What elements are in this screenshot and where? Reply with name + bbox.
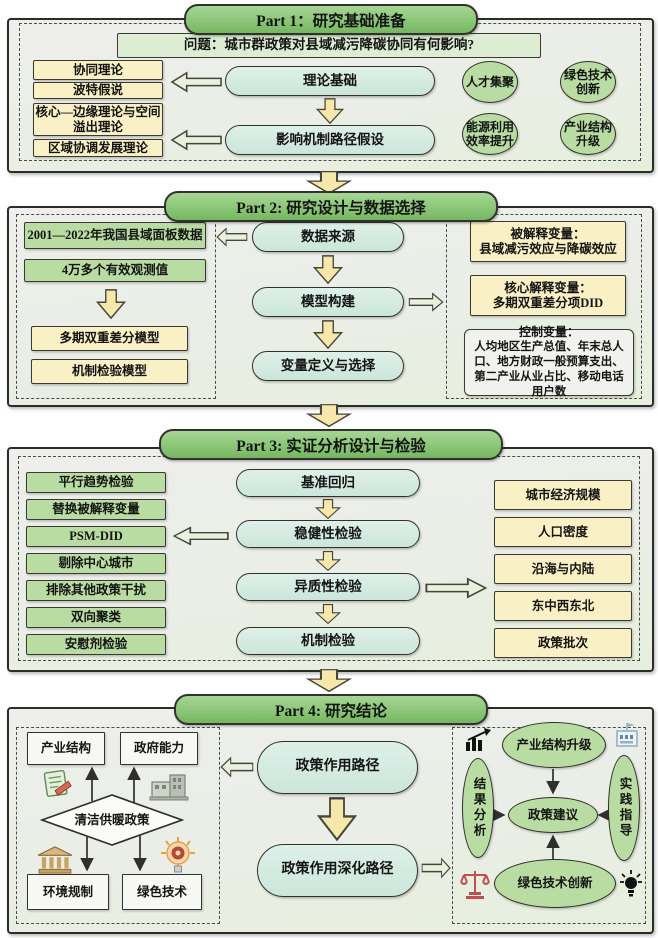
rising-bar-chart-icon [466,728,491,751]
robustness-box: 剔除中心城市 [26,553,166,574]
heterogeneity-box: 沿海与内陆 [494,554,632,584]
lightbulb-gear-icon [161,837,195,873]
data-source-node: 数据来源 [252,222,404,252]
document-pencil-icon [43,769,72,797]
mechanism-box: 环境规制 [27,874,109,910]
policy-suggestion-ellipse: 政策建议 [508,797,598,833]
policy-deepening-path-node: 政策作用深化路径 [257,844,418,897]
part2-header: Part 2: 研究设计与数据选择 [164,191,498,222]
dependent-variable-box: 被解释变量： 县域减污效应与降碳效应 [470,221,626,262]
down-arrow-icon [317,797,357,841]
baseline-regression-node: 基准回归 [236,469,420,497]
conclusion-ellipse-top: 产业结构升级 [502,722,606,768]
robustness-box: 排除其他政策干扰 [26,580,166,601]
left-arrow-icon [170,129,223,151]
mechanism-circle: 绿色技术创新 [560,61,616,103]
lightbulb-icon [620,870,642,897]
left-arrow-icon [172,526,230,546]
model-build-node: 模型构建 [252,287,404,317]
theory-box: 区域协调发展理论 [33,139,163,157]
core-variable-box: 核心解释变量： 多期双重差分项DID [470,275,626,316]
robustness-box: 双向聚类 [26,607,166,628]
down-arrow-icon [315,551,341,571]
heterogeneity-box: 城市经济规模 [494,480,632,510]
section-connector-arrow-icon [306,404,352,427]
robustness-box: 安慰剂检验 [26,634,166,655]
part3-header: Part 3: 实证分析设计与检验 [159,429,503,460]
theory-basis-node: 理论基础 [225,66,435,96]
left-arrow-icon [220,756,254,778]
down-arrow-icon [315,499,341,519]
mechanism-circle: 产业结构升级 [560,113,616,155]
theory-box: 协同理论 [33,60,163,80]
left-arrow-icon [216,227,248,247]
balance-scales-icon [460,871,490,899]
model-box: 多期双重差分模型 [31,326,188,351]
mechanism-box: 政府能力 [120,732,198,765]
part4-header: Part 4: 研究结论 [174,694,488,725]
robustness-box: 替换被解释变量 [26,499,166,520]
right-arrow-icon [424,577,488,599]
section-connector-arrow-icon [306,669,352,692]
mechanism-hypothesis-node: 影响机制路径假设 [225,125,435,155]
mechanism-box: 绿色技术 [122,874,202,910]
model-box: 机制检验模型 [31,359,188,384]
heterogeneity-box: 政策批次 [494,628,632,658]
robustness-test-node: 稳健性检验 [236,520,420,548]
down-arrow-icon [313,255,343,284]
conclusion-ellipse-left: 结果分析 [462,758,494,858]
mechanism-circle: 人才集聚 [462,61,518,103]
part4-left-dashed-panel [16,727,220,924]
heterogeneity-test-node: 异质性检验 [236,573,420,601]
research-question-box: 问题：城市群政策对县域减污降碳协同有何影响? [117,33,541,58]
part2-left-dashed-panel [16,214,216,399]
down-arrow-icon [316,98,344,124]
control-variable-box: 控制变量： 人均地区生产总值、年末总人口、地方财政一般预算支出、第二产业从业占比… [464,325,634,398]
mechanism-box: 产业结构 [27,732,105,765]
down-arrow-icon [96,289,126,319]
data-box: 4万多个有效观测值 [24,259,206,282]
down-arrow-icon [313,320,343,349]
data-box: 2001—2022年我国县域面板数据 [24,222,206,249]
robustness-box: 平行趋势检验 [26,472,166,493]
left-arrow-icon [170,71,223,93]
mechanism-circle: 能源利用效率提升 [462,113,518,155]
part1-header: Part 1：研究基础准备 [184,4,478,35]
heterogeneity-box: 人口密度 [494,517,632,547]
conclusion-ellipse-bottom: 绿色技术创新 [494,859,616,908]
right-arrow-icon [421,857,451,879]
mechanism-test-node: 机制检验 [236,627,420,655]
government-building-icon [149,774,189,801]
policy-path-node: 政策作用路径 [257,741,418,794]
variable-define-node: 变量定义与选择 [252,351,404,381]
right-arrow-icon [408,292,444,312]
conclusion-ellipse-right: 实践指导 [608,755,640,861]
robustness-box: PSM-DID [26,526,166,547]
theory-box: 核心—边缘理论与空间溢出理论 [33,103,163,136]
part2-right-dashed-panel [446,214,642,399]
factory-building-icon [616,723,638,747]
down-arrow-icon [315,604,341,624]
heterogeneity-box: 东中西东北 [494,591,632,621]
mechanism-connector-lines [39,766,185,872]
bank-columns-icon [37,846,73,874]
diamond-policy-node: 清洁供暖政策 [74,812,150,827]
theory-box: 波特假说 [33,82,163,99]
